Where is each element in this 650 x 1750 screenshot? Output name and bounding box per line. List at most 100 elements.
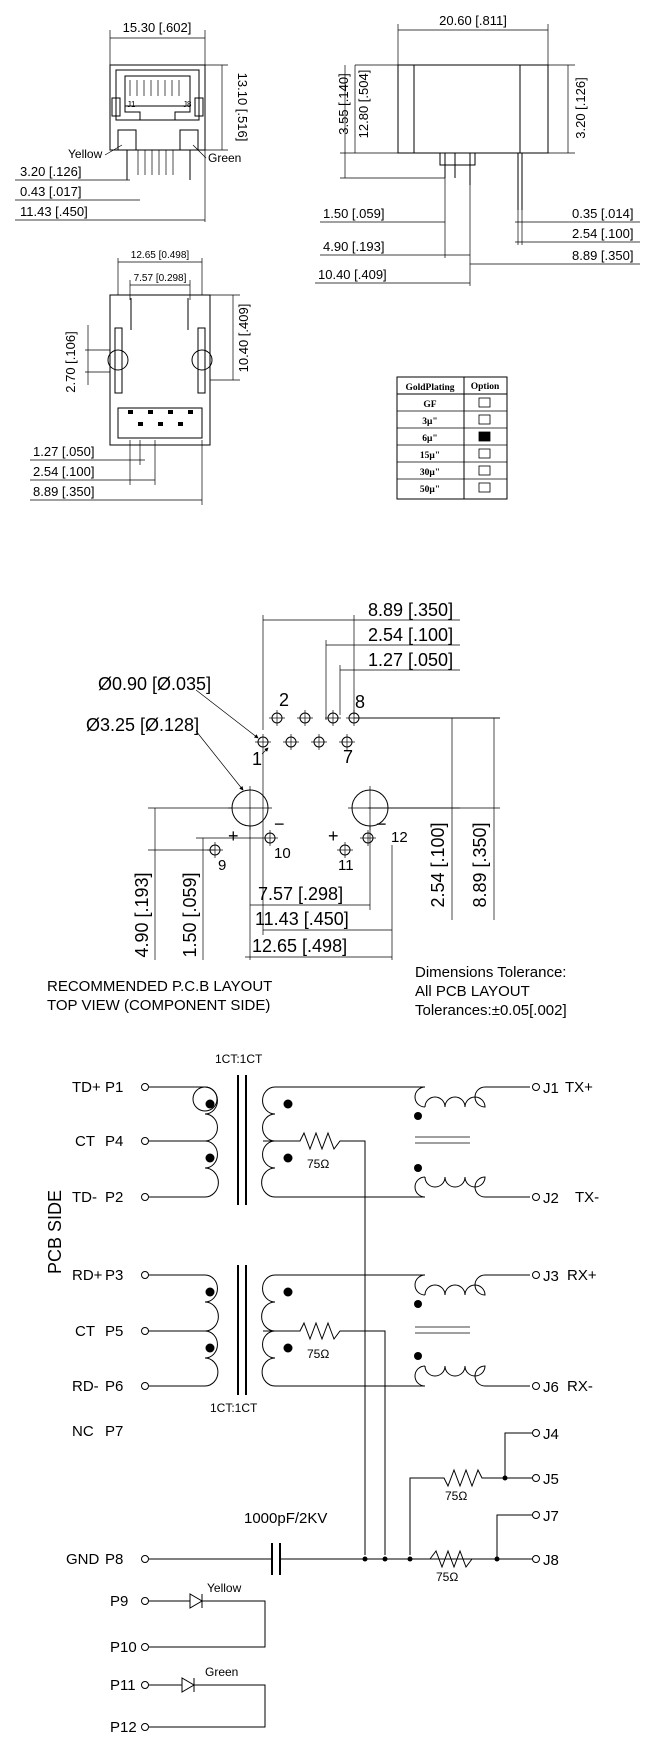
front-d3-label: 10.40 [.409] bbox=[318, 267, 387, 282]
plating-row-label: 50μ" bbox=[420, 485, 440, 495]
right-pin-num: J8 bbox=[543, 1552, 559, 1569]
left-pin-sig: CT bbox=[75, 1323, 95, 1340]
r-label-mid: 75Ω bbox=[307, 1347, 329, 1361]
tolerance-line-3: Tolerances:±0.05[.002] bbox=[415, 1002, 567, 1019]
pcb-caption-2: TOP VIEW (COMPONENT SIDE) bbox=[47, 997, 270, 1014]
pcb-pin-1: 1 bbox=[252, 749, 262, 769]
r-label-j78: 75Ω bbox=[436, 1570, 458, 1584]
right-pin-sig: TX- bbox=[575, 1189, 599, 1206]
pcb-h1-label: 7.57 [.298] bbox=[258, 884, 343, 904]
left-pin-num: P8 bbox=[105, 1551, 123, 1568]
pcb-v2-label: 1.50 [.059] bbox=[180, 872, 200, 957]
plating-row-label: 6μ" bbox=[422, 434, 437, 444]
pcb-pin-12: 12 bbox=[391, 829, 408, 846]
plating-row-label: 30μ" bbox=[420, 468, 440, 478]
side-d1-label: 3.20 [.126] bbox=[20, 164, 81, 179]
right-pin-num: J2 bbox=[543, 1190, 559, 1207]
left-pin-sig: CT bbox=[75, 1133, 95, 1150]
front-h2-label: 12.80 [.504] bbox=[356, 70, 371, 139]
hole-big-label: Ø3.25 [Ø.128] bbox=[86, 715, 199, 735]
ratio-top-label: 1CT:1CT bbox=[215, 1052, 263, 1066]
tolerance-line-2: All PCB LAYOUT bbox=[415, 983, 530, 1000]
pcb-minus-right: − bbox=[376, 814, 387, 834]
bottom-d3-label: 8.89 [.350] bbox=[33, 484, 94, 499]
plating-header-1: Option bbox=[471, 382, 500, 392]
pcb-top-dim-2: 2.54 [.100] bbox=[368, 625, 453, 645]
option-checkbox[interactable] bbox=[478, 448, 491, 459]
side-green-label: Green bbox=[208, 151, 241, 165]
front-r2-label: 2.54 [.100] bbox=[572, 226, 633, 241]
right-pin-sig: TX+ bbox=[565, 1079, 593, 1096]
left-pin-sig: NC bbox=[72, 1423, 94, 1440]
option-checkbox-checked[interactable] bbox=[478, 431, 491, 442]
led-pin: P10 bbox=[110, 1639, 137, 1656]
plating-row-label: 3μ" bbox=[422, 417, 437, 427]
pcb-v1-label: 4.90 [.193] bbox=[132, 872, 152, 957]
left-pin-num: P6 bbox=[105, 1378, 123, 1395]
led-pin: P12 bbox=[110, 1719, 137, 1736]
front-d2-label: 4.90 [.193] bbox=[323, 239, 384, 254]
side-view: 15.30 [.602] J1 J8 13.10 [.516] Ye bbox=[15, 20, 250, 222]
left-pin-sig: RD+ bbox=[72, 1267, 103, 1284]
right-pin-num: J5 bbox=[543, 1471, 559, 1488]
cap-label: 1000pF/2KV bbox=[244, 1510, 327, 1527]
schematic: PCB SIDE 1CT:1CT 1CT:1CT TD+ P1 CT P4 TD… bbox=[45, 1052, 599, 1736]
j8-label: J8 bbox=[183, 100, 192, 109]
plating-row-label: 15μ" bbox=[420, 451, 440, 461]
front-view: 20.60 [.811] 3.55 [.140] 12.80 [.504] 3.… bbox=[315, 13, 640, 286]
plating-header-0: GoldPlating bbox=[405, 383, 454, 393]
r-label-j45: 75Ω bbox=[445, 1489, 467, 1503]
side-yellow-label: Yellow bbox=[68, 147, 103, 161]
right-pin-sig: RX+ bbox=[567, 1267, 597, 1284]
option-checkbox[interactable] bbox=[478, 414, 491, 425]
left-pin-sig: GND bbox=[66, 1551, 100, 1568]
bottom-h1-label: 10.40 [.409] bbox=[236, 304, 251, 373]
right-pin-sig: RX- bbox=[567, 1378, 593, 1395]
led-pin: P9 bbox=[110, 1593, 128, 1610]
left-pin-num: P7 bbox=[105, 1423, 123, 1440]
led-pin: P11 bbox=[110, 1677, 136, 1694]
right-pin-num: J6 bbox=[543, 1379, 559, 1396]
front-r3-label: 8.89 [.350] bbox=[572, 248, 633, 263]
front-r1-label: 0.35 [.014] bbox=[572, 206, 633, 221]
option-checkbox[interactable] bbox=[478, 397, 491, 408]
front-width-label: 20.60 [.811] bbox=[439, 13, 507, 28]
left-pin-sig: TD+ bbox=[72, 1079, 101, 1096]
option-checkbox[interactable] bbox=[478, 465, 491, 476]
pcb-pin-11: 11 bbox=[338, 857, 354, 874]
plating-table: GoldPlating Option GF 3μ" 6μ" 15μ" 30μ" … bbox=[396, 376, 508, 500]
pcb-plus-right: + bbox=[328, 826, 339, 846]
left-pin-num: P5 bbox=[105, 1323, 123, 1340]
tolerance-line-1: Dimensions Tolerance: bbox=[415, 964, 566, 981]
side-d2-label: 0.43 [.017] bbox=[20, 184, 81, 199]
right-pin-num: J7 bbox=[543, 1508, 559, 1525]
bottom-view: 12.65 [0.498] 7.57 [0.298] 10.40 [.409] … bbox=[30, 250, 251, 505]
option-checkbox[interactable] bbox=[478, 482, 491, 493]
bottom-w2-label: 7.57 [0.298] bbox=[134, 273, 187, 284]
pcb-pin-8: 8 bbox=[355, 692, 365, 712]
pcb-v4-label: 8.89 [.350] bbox=[470, 822, 490, 907]
right-pin-num: J4 bbox=[543, 1426, 559, 1443]
bottom-h2-label: 2.70 [.106] bbox=[63, 331, 78, 392]
plating-row-label: GF bbox=[423, 400, 436, 410]
ratio-bot-label: 1CT:1CT bbox=[210, 1401, 258, 1415]
side-d3-label: 11.43 [.450] bbox=[20, 204, 88, 219]
left-pin-sig: TD- bbox=[72, 1189, 97, 1206]
pcb-h2-label: 11.43 [.450] bbox=[255, 909, 349, 929]
front-h1-label: 3.55 [.140] bbox=[336, 73, 351, 134]
pcb-pin-9: 9 bbox=[218, 857, 226, 874]
side-height-label: 13.10 [.516] bbox=[235, 73, 250, 142]
pcb-top-dim-1: 8.89 [.350] bbox=[368, 600, 453, 620]
bottom-d1-label: 1.27 [.050] bbox=[33, 444, 94, 459]
left-pin-num: P1 bbox=[105, 1079, 123, 1096]
pcb-v3-label: 2.54 [.100] bbox=[428, 822, 448, 907]
bottom-w1-label: 12.65 [0.498] bbox=[131, 250, 190, 261]
pcb-pin-2: 2 bbox=[279, 690, 289, 710]
hole-small-label: Ø0.90 [Ø.035] bbox=[98, 674, 211, 694]
front-h3-label: 3.20 [.126] bbox=[573, 77, 588, 138]
right-pin-num: J3 bbox=[543, 1268, 559, 1285]
bottom-d2-label: 2.54 [.100] bbox=[33, 464, 94, 479]
pcb-side-label: PCB SIDE bbox=[45, 1190, 65, 1274]
left-pin-num: P3 bbox=[105, 1267, 123, 1284]
left-pin-num: P4 bbox=[105, 1133, 123, 1150]
